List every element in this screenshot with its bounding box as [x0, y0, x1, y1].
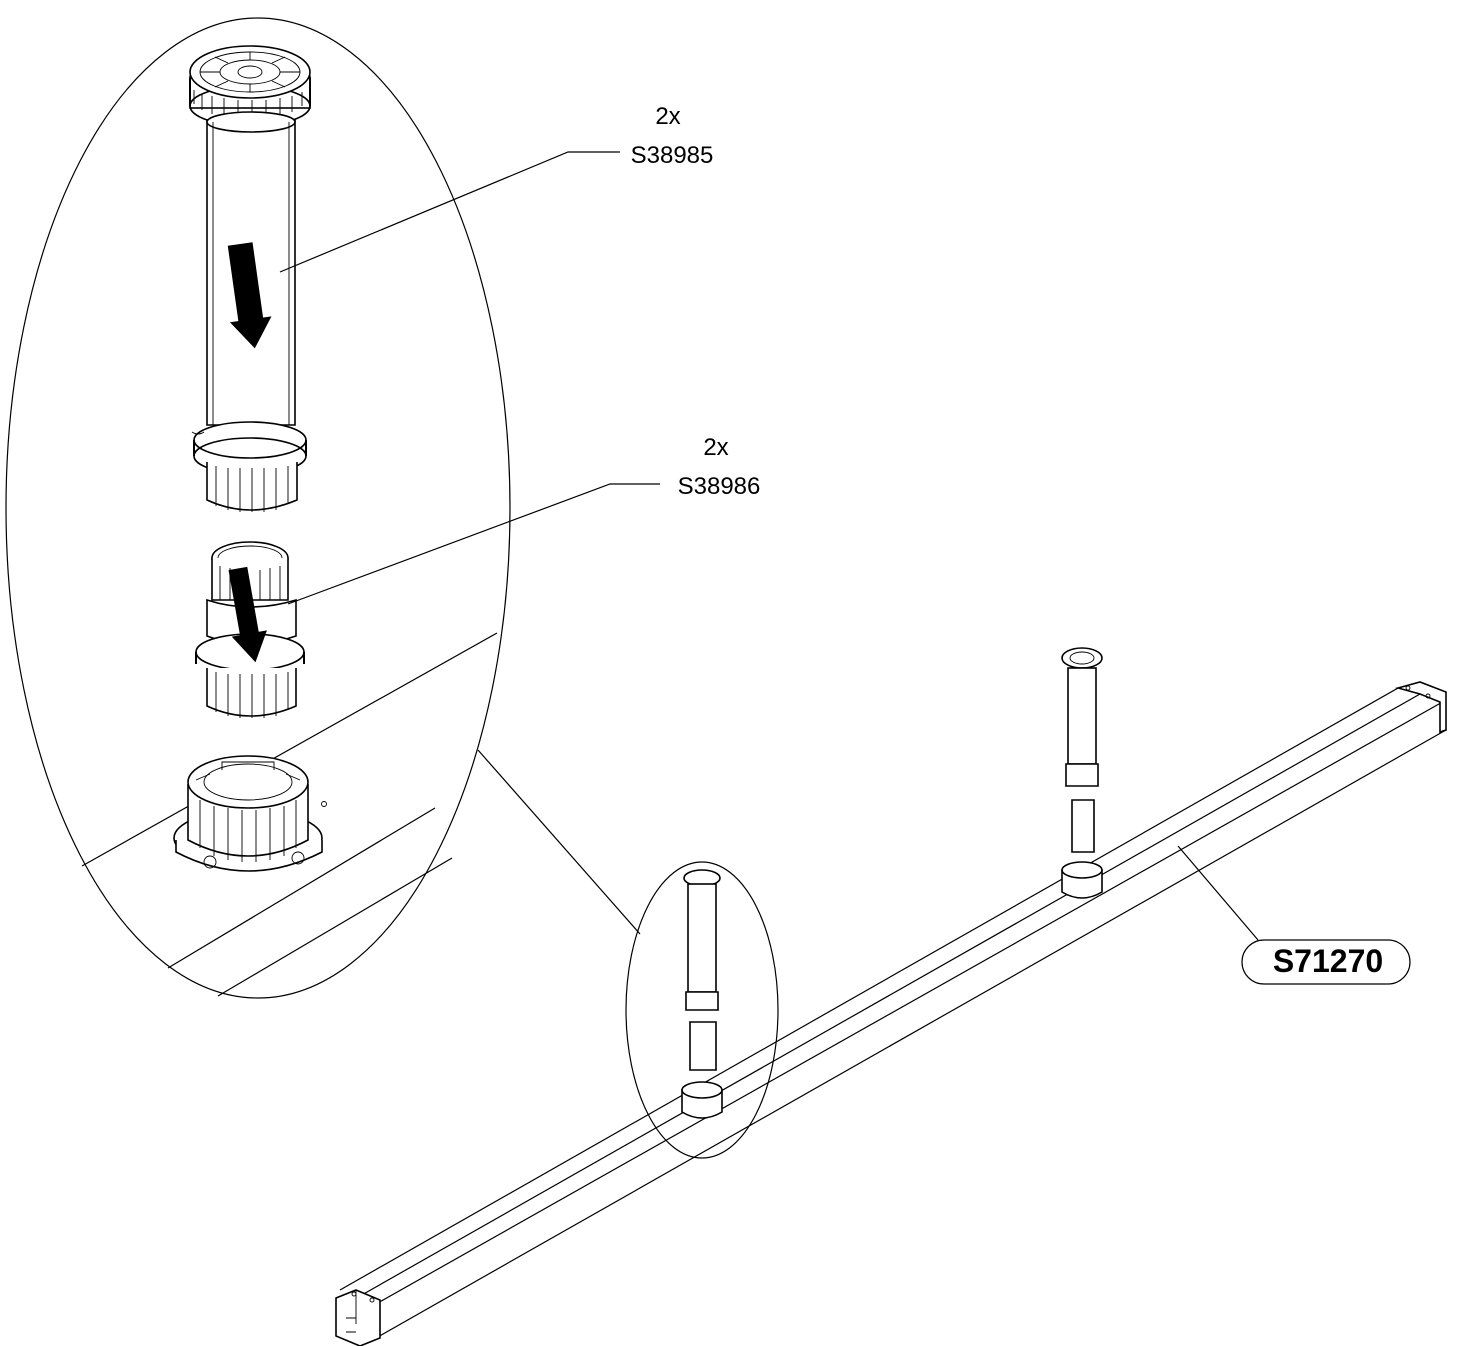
callout-1-qty: 2x — [655, 103, 680, 130]
callout-2-qty: 2x — [703, 434, 728, 461]
arrow-down-icon — [227, 242, 272, 349]
detail-tube-part — [189, 45, 311, 512]
detail-bar-edge-top — [81, 632, 498, 867]
main-part-number: S71270 — [1273, 943, 1383, 979]
right-assembly — [1061, 647, 1103, 899]
callout-leader-2 — [287, 483, 660, 605]
arrow-down-icon — [228, 566, 267, 663]
detail-bar-edge-bottom — [217, 857, 453, 997]
main-part-label: S71270 — [1241, 939, 1411, 985]
detail-socket-part — [173, 755, 327, 872]
detail-bar-edge-mid — [167, 807, 436, 969]
callout-1-part-number: S38985 — [631, 142, 714, 169]
detail-connector-line — [477, 749, 641, 935]
callout-leader-1 — [279, 151, 620, 273]
detail-ellipse — [5, 17, 511, 999]
callout-2-part-number: S38986 — [678, 473, 761, 500]
main-bar — [335, 681, 1447, 1346]
detail-adaptor-part — [195, 541, 305, 718]
detail-view — [5, 17, 511, 999]
main-bar-leader — [1177, 845, 1259, 941]
small-detail-left — [625, 861, 779, 1159]
